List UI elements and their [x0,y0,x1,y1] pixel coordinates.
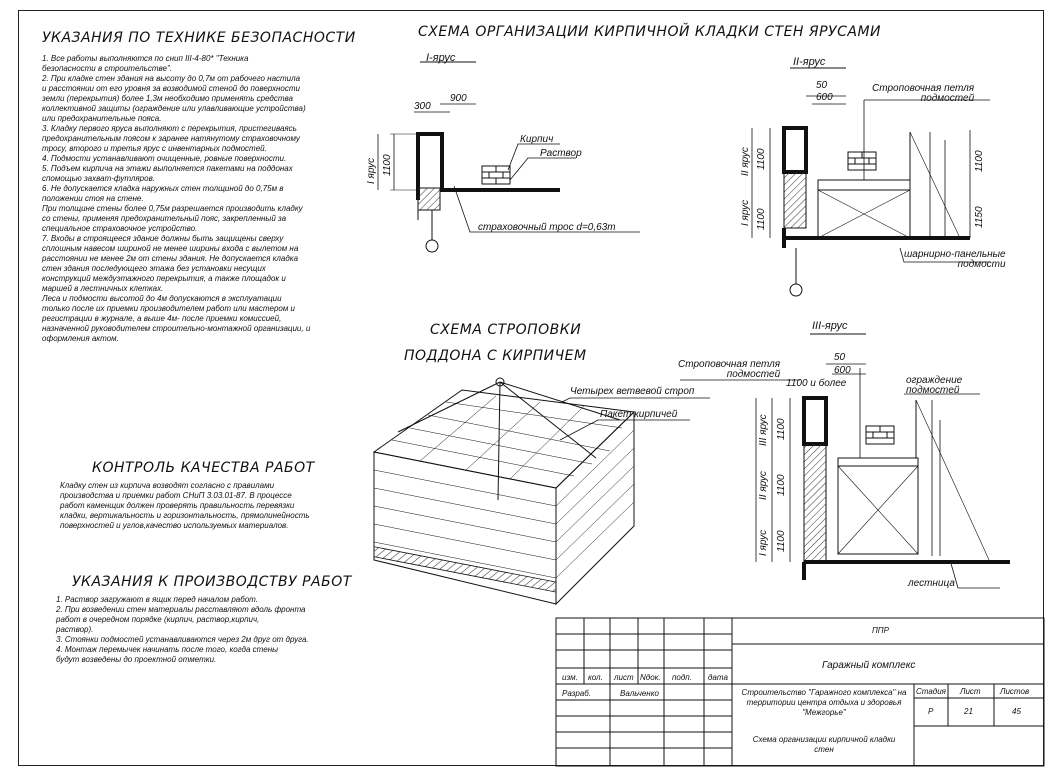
tier1-side-label: I ярус [366,157,377,184]
tier2-dim-1100c: 1100 [974,150,985,172]
tb-sheet-header: Лист [960,687,981,696]
tb-project: Строительство "Гаражного комплекса" на т… [741,688,907,717]
tier3-fence-label: ограждение подмостей [906,375,963,396]
tier2-label: II-ярус [793,56,826,68]
tier3-dim-1100c: 1100 [776,530,787,552]
tier2-side-1: I ярус [740,199,751,226]
safety-title: УКАЗАНИЯ ПО ТЕХНИКЕ БЕЗОПАСНОСТИ [42,30,356,46]
tb-name: Гаражный комплекс [822,660,916,671]
tier3-dim-50: 50 [834,352,846,363]
tier3-dim-1100b: 1100 [776,474,787,496]
tier2-dim-1100a: 1100 [756,148,767,170]
production-body: 1. Раствор загружают в ящик перед начало… [56,595,309,664]
rope-label: страховочный трос d=0,63т [478,222,616,233]
tb-col-izm: изм. [562,673,578,682]
tier2-drawing [751,67,990,297]
tb-sheet: 21 [964,707,973,716]
tier3-ladder-label: лестница [908,578,955,589]
tb-sheets: 45 [1012,707,1021,716]
tb-drawing-name: Схема организации кирпичной кладки стен [752,735,896,754]
tier2-dim-600: 600 [816,92,833,103]
tier3-dim-1100a: 1100 [776,418,787,440]
tier2-loop-label: Строповочная петля подмостей [872,83,975,104]
tb-col-kol: кол. [588,673,603,682]
pack-label: Пакет кирпичей [600,409,678,420]
tb-col-podp: подп. [672,673,692,682]
tier3-drawing [680,333,1010,589]
tier3-loop-label: Строповочная петля подмостей [678,359,781,380]
tier3-dim-600: 600 [834,365,851,376]
brick-label: Кирпич [520,134,554,145]
tier2-side-2: II ярус [740,147,751,176]
tb-developer: Вальченко [620,689,659,698]
sling-title-2: ПОДДОНА С КИРПИЧЕМ [404,348,587,364]
tier3-side-2: II ярус [758,471,769,500]
drawing-sheet [18,10,1044,766]
tier2-hinged-label: шарнирно-панельные подмости [904,249,1006,270]
tier3-more-label: 1100 и более [786,378,847,389]
quality-title: КОНТРОЛЬ КАЧЕСТВА РАБОТ [92,460,315,476]
dim-300: 300 [414,101,431,112]
tb-developer-role: Разраб. [562,689,591,698]
tier3-side-3: III ярус [758,414,769,446]
title-block-lines [555,617,1045,767]
tb-code: ППР [872,626,889,635]
tb-col-ndok: Nдок. [640,673,661,682]
tier2-dim-1150: 1150 [974,206,985,228]
tier3-label: III-ярус [812,320,848,332]
tb-stage: Р [928,707,934,716]
sling-title-1: СХЕМА СТРОПОВКИ [430,322,582,338]
mortar-label: Раствор [540,148,582,159]
tier1-drawing [377,61,640,253]
quality-body: Кладку стен из кирпича возводят согласно… [60,481,310,530]
tb-col-data: дата [708,673,728,682]
production-title: УКАЗАНИЯ К ПРОИЗВОДСТВУ РАБОТ [72,574,352,590]
tb-stage-header: Стадия [916,687,946,696]
tier3-side-1: I ярус [758,529,769,556]
safety-body: 1. Все работы выполняются по снип III-4-… [42,54,311,343]
tb-sheets-header: Листов [1000,687,1030,696]
tier1-label: I-ярус [426,52,456,64]
scheme-title: СХЕМА ОРГАНИЗАЦИИ КИРПИЧНОЙ КЛАДКИ СТЕН … [418,24,881,40]
tb-col-list: лист [614,673,634,682]
tier2-dim-50: 50 [816,80,828,91]
tier2-dim-1100b: 1100 [756,208,767,230]
tier1-dim-1100: 1100 [382,154,393,176]
dim-900: 900 [450,93,467,104]
pallet-drawing [372,377,710,606]
strop-label: Четырех ветвевой строп [570,386,695,397]
